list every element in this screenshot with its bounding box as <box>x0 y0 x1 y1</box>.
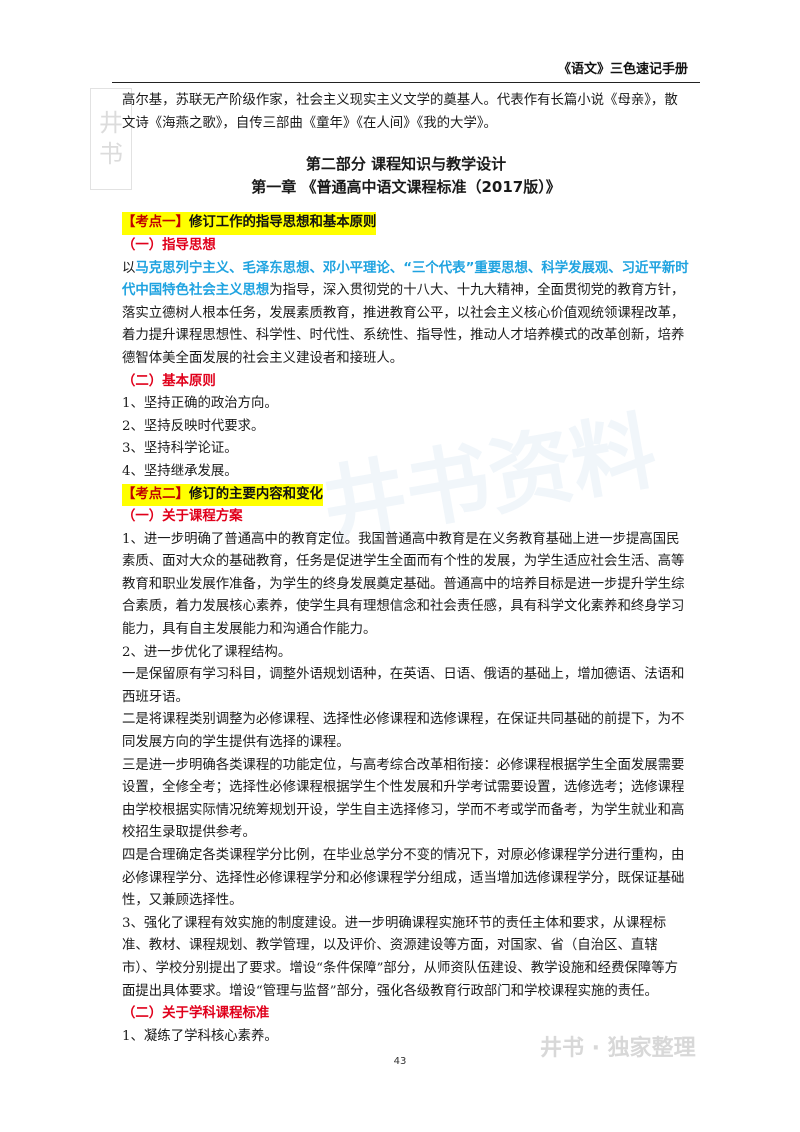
page-number: 43 <box>393 1056 407 1067</box>
section-guiding-thought: （一）指导思想 <box>122 237 216 253</box>
principle-3: 3、坚持科学论证。 <box>122 441 238 457</box>
footer-brand-watermark: 井书 · 独家整理 <box>540 1036 696 1061</box>
kaodian-1: 【考点一】修订工作的指导思想和基本原则 <box>122 212 690 235</box>
paragraph-4: 二是将课程类别调整为必修课程、选择性必修课程和选修课程，在保证共同基础的前提下，… <box>122 712 685 751</box>
kaodian-2: 【考点二】修订的主要内容和变化 <box>122 483 690 507</box>
kaodian-2-label: 修订的主要内容和变化 <box>188 486 323 502</box>
guiding-thought-paragraph: 以马克思列宁主义、毛泽东思想、邓小平理论、“三个代表”重要思想、科学发展观、习近… <box>122 260 689 366</box>
principle-1: 1、坚持正确的政治方向。 <box>122 396 278 412</box>
stamp-char-1: 井 <box>99 108 123 137</box>
paragraph-6: 四是合理确定各类课程学分比例，在毕业总学分不变的情况下，对原必修课程学分进行重构… <box>122 848 685 909</box>
side-stamp-logo: 井 书 <box>90 88 132 190</box>
paragraph-3: 一是保留原有学习科目，调整外语规划语种，在英语、日语、俄语的基础上，增加德语、法… <box>122 667 685 705</box>
header-title: 《语文》三色速记手册 <box>557 62 688 77</box>
kaodian-2-bracket: 【考点二】 <box>122 486 189 502</box>
kaodian-1-bracket: 【考点一】 <box>122 215 189 231</box>
paragraph-8: 1、凝练了学科核心素养。 <box>122 1028 278 1044</box>
stamp-char-2: 书 <box>99 140 123 168</box>
paragraph-7: 3、强化了课程有效实施的制度建设。进一步明确课程实施环节的责任主体和要求，从课程… <box>122 915 679 999</box>
section-basic-principles: （二）基本原则 <box>122 373 216 389</box>
section-curriculum-plan: （一）关于课程方案 <box>122 509 243 525</box>
paragraph-2: 2、进一步优化了课程结构。 <box>122 644 292 660</box>
document-body: 高尔基，苏联无产阶级作家，社会主义现实主义文学的奠基人。代表作有长篇小说《母亲》… <box>122 90 690 1048</box>
principle-4: 4、坚持继承发展。 <box>122 463 238 479</box>
intro-paragraph: 高尔基，苏联无产阶级作家，社会主义现实主义文学的奠基人。代表作有长篇小说《母亲》… <box>122 93 678 131</box>
paragraph-1: 1、进一步明确了普通高中的教育定位。我国普通高中教育是在义务教育基础上进一步提高… <box>122 531 685 638</box>
paragraph-5: 三是进一步明确各类课程的功能定位，与高考综合改革相衔接：必修课程根据学生全面发展… <box>122 757 685 841</box>
principle-2: 2、坚持反映时代要求。 <box>122 418 265 434</box>
header-rule <box>112 82 700 83</box>
chapter-title: 第一章 《普通高中语文课程标准（2017版）》 <box>251 177 561 196</box>
section-subject-standards: （二）关于学科课程标准 <box>122 1006 270 1022</box>
kaodian-1-label: 修订工作的指导思想和基本原则 <box>188 215 377 231</box>
part-title: 第二部分 课程知识与教学设计 <box>305 155 507 174</box>
guiding-thought-highlight: 马克思列宁主义、毛泽东思想、邓小平理论、“三个代表”重要思想、科学发展观、习近平… <box>122 260 689 299</box>
